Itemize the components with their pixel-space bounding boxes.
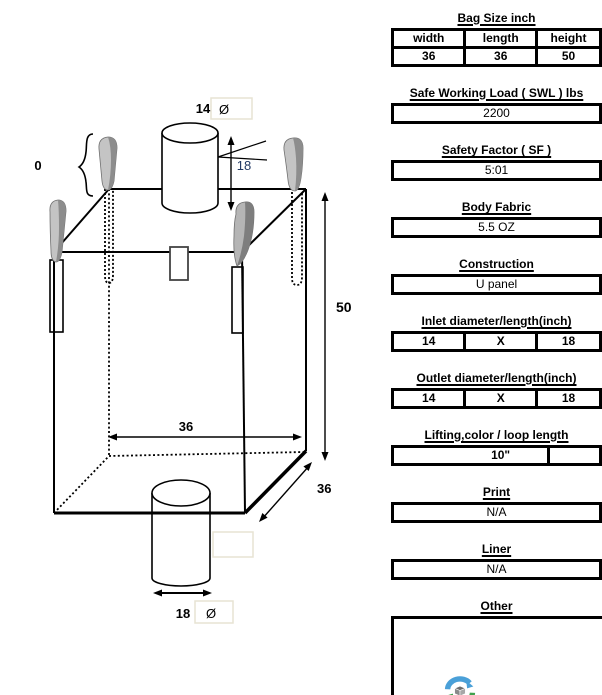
section-swl: Safe Working Load ( SWL ) lbs 2200 bbox=[391, 86, 602, 124]
spec-panel: Bag Size inch width length height 36 36 … bbox=[390, 0, 602, 695]
section-safety-factor: Safety Factor ( SF ) 5:01 bbox=[391, 143, 602, 181]
inlet-table: 14 X 18 bbox=[390, 331, 602, 352]
bag-size-header-width: width bbox=[390, 28, 467, 49]
table-row: 2200 bbox=[391, 103, 602, 124]
construction-table: U panel bbox=[391, 274, 602, 295]
print-title: Print bbox=[482, 485, 511, 499]
outlet-spout bbox=[151, 479, 211, 587]
lift-loop-back-right bbox=[283, 137, 304, 192]
table-row: N/A bbox=[391, 502, 602, 523]
bag-size-title: Bag Size inch bbox=[457, 11, 536, 25]
inlet-diameter-symbol-box bbox=[210, 97, 253, 120]
loop-hidden-outline bbox=[104, 189, 303, 286]
body-fabric-title: Body Fabric bbox=[461, 200, 532, 214]
inlet-x: X bbox=[463, 331, 538, 352]
bag-width-dimension: 36 bbox=[108, 419, 302, 441]
company-logo-icon bbox=[444, 676, 476, 695]
corner-seam-right bbox=[231, 266, 244, 334]
safety-factor-title: Safety Factor ( SF ) bbox=[441, 143, 552, 157]
print-value: N/A bbox=[391, 502, 602, 523]
bag-size-value-height: 50 bbox=[535, 46, 602, 67]
lifting-title: Lifting,color / loop length bbox=[424, 428, 569, 442]
inlet-spout bbox=[161, 122, 219, 214]
body-fabric-table: 5.5 OZ bbox=[391, 217, 602, 238]
bag-size-value-length: 36 bbox=[463, 46, 538, 67]
bag-height-dimension: 50 bbox=[321, 192, 352, 461]
bag-height-label: 50 bbox=[336, 299, 352, 315]
document-pouch bbox=[169, 246, 189, 281]
bag-width-label: 36 bbox=[179, 419, 193, 434]
section-lifting: Lifting,color / loop length 10" bbox=[390, 428, 602, 466]
outlet-diameter-value: 14 bbox=[390, 388, 467, 409]
bag-size-header-height: height bbox=[535, 28, 602, 49]
bag-size-value-width: 36 bbox=[390, 46, 467, 67]
section-construction: Construction U panel bbox=[391, 257, 602, 295]
inlet-length-dimension: 18 bbox=[217, 136, 268, 211]
swl-title: Safe Working Load ( SWL ) lbs bbox=[409, 86, 584, 100]
inlet-diameter-label: 14 bbox=[196, 101, 211, 116]
section-other: Other bbox=[391, 599, 602, 695]
lift-loop-back-left bbox=[98, 136, 118, 191]
inlet-length-label: 18 bbox=[237, 158, 251, 173]
loop-height-label: 0 bbox=[34, 158, 41, 173]
outlet-x: X bbox=[463, 388, 538, 409]
bag-hidden-edges bbox=[53, 189, 305, 514]
lifting-table: 10" bbox=[390, 445, 602, 466]
inlet-title: Inlet diameter/length(inch) bbox=[421, 314, 572, 328]
swl-value: 2200 bbox=[391, 103, 602, 124]
inlet-diameter-symbol: Ø bbox=[219, 102, 229, 117]
outlet-length-value: 18 bbox=[535, 388, 602, 409]
section-outlet: Outlet diameter/length(inch) 14 X 18 bbox=[390, 371, 602, 409]
table-row: width length height bbox=[390, 28, 602, 49]
outlet-diameter-dimension: 18 Ø bbox=[153, 589, 234, 624]
lifting-loop-length-value: 10" bbox=[390, 445, 551, 466]
outlet-table: 14 X 18 bbox=[390, 388, 602, 409]
other-title: Other bbox=[480, 599, 513, 613]
table-row: 5:01 bbox=[391, 160, 602, 181]
table-row: N/A bbox=[391, 559, 602, 580]
lift-loop-front-right bbox=[233, 201, 255, 267]
construction-title: Construction bbox=[459, 257, 534, 271]
swl-table: 2200 bbox=[391, 103, 602, 124]
safety-factor-table: 5:01 bbox=[391, 160, 602, 181]
outlet-diameter-label: 18 bbox=[176, 606, 190, 621]
bag-technical-drawing: 0 14 Ø 18 50 36 bbox=[34, 97, 352, 624]
safety-factor-value: 5:01 bbox=[391, 160, 602, 181]
inlet-diameter-value: 14 bbox=[390, 331, 467, 352]
table-row: 36 36 50 bbox=[390, 46, 602, 67]
print-table: N/A bbox=[391, 502, 602, 523]
section-inlet: Inlet diameter/length(inch) 14 X 18 bbox=[390, 314, 602, 352]
section-body-fabric: Body Fabric 5.5 OZ bbox=[391, 200, 602, 238]
table-row: 14 X 18 bbox=[390, 388, 602, 409]
section-print: Print N/A bbox=[391, 485, 602, 523]
bag-size-table: width length height 36 36 50 bbox=[390, 28, 602, 67]
body-fabric-value: 5.5 OZ bbox=[391, 217, 602, 238]
outlet-diameter-symbol-box bbox=[194, 600, 234, 624]
lifting-color-value bbox=[547, 445, 602, 466]
empty-callout-box bbox=[212, 531, 254, 558]
bag-depth-label: 36 bbox=[317, 481, 331, 496]
table-row: 5.5 OZ bbox=[391, 217, 602, 238]
liner-title: Liner bbox=[481, 542, 512, 556]
table-row: 14 X 18 bbox=[390, 331, 602, 352]
section-liner: Liner N/A bbox=[391, 542, 602, 580]
section-bag-size: Bag Size inch width length height 36 36 … bbox=[390, 11, 602, 67]
other-box bbox=[391, 616, 602, 695]
corner-seam-left bbox=[49, 259, 64, 333]
liner-value: N/A bbox=[391, 559, 602, 580]
table-row: 10" bbox=[390, 445, 602, 466]
construction-value: U panel bbox=[391, 274, 602, 295]
bag-size-header-length: length bbox=[463, 28, 538, 49]
inlet-length-value: 18 bbox=[535, 331, 602, 352]
bag-outline bbox=[53, 188, 308, 515]
lift-loop-front-left bbox=[49, 199, 67, 263]
bag-depth-dimension: 36 bbox=[259, 462, 331, 522]
lift-loops bbox=[49, 136, 304, 267]
loop-height-brace bbox=[77, 133, 94, 197]
table-row: U panel bbox=[391, 274, 602, 295]
liner-table: N/A bbox=[391, 559, 602, 580]
outlet-diameter-symbol: Ø bbox=[206, 606, 216, 621]
outlet-title: Outlet diameter/length(inch) bbox=[416, 371, 577, 385]
